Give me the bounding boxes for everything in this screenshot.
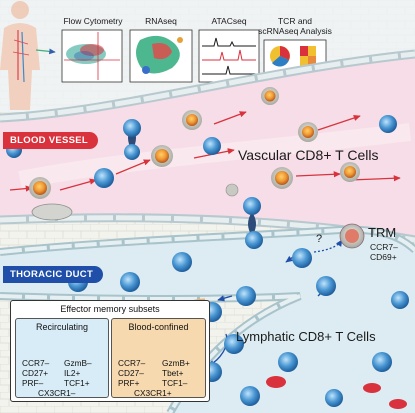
bc-marker: CCR7– (118, 358, 146, 368)
atacseq-title: ATACseq (211, 16, 247, 26)
bc-marker: TCF1– (162, 378, 188, 388)
trm-label: TRM (368, 225, 397, 240)
blood-confined-box: Blood-confined CCR7– CD27– PRF+ GzmB+ Tb… (111, 318, 206, 398)
blue-t-cells (6, 115, 397, 197)
question-mark: ? (316, 233, 323, 245)
bc-marker: PRF+ (118, 378, 140, 388)
rnaseq-title: RNAseq (145, 16, 177, 26)
rec-marker: IL2+ (64, 368, 81, 378)
transmigrating-cell-top (123, 119, 141, 160)
bc-marker: Tbet+ (162, 368, 184, 378)
rec-marker: CCR7– (22, 358, 50, 368)
rec-marker: CX3CR1– (38, 388, 76, 398)
platelet (31, 203, 73, 221)
trm-marker-ccr7: CCR7– (370, 242, 398, 252)
bc-marker: CD27– (118, 368, 144, 378)
effector-memory-title: Effector memory subsets (60, 304, 160, 314)
effector-memory-box: Effector memory subsets Recirculating CC… (10, 300, 210, 402)
rec-marker: GzmB– (64, 358, 92, 368)
lymphatic-cells-label: Lymphatic CD8+ T Cells (236, 329, 376, 344)
trm-marker-cd69: CD69+ (370, 252, 397, 262)
tcr-title-line1: TCR and (277, 16, 312, 26)
atacseq-tracks (198, 29, 260, 83)
blood-confined-title: Blood-confined (128, 322, 189, 332)
rnaseq-umap (129, 29, 193, 83)
rec-marker: PRF– (22, 378, 44, 388)
bc-marker: GzmB+ (162, 358, 190, 368)
blood-vessel-tag: BLOOD VESSEL (3, 132, 99, 149)
recirculating-title: Recirculating (35, 322, 89, 332)
thoracic-duct-tag: THORACIC DUCT (3, 266, 104, 283)
vascular-cd8-t-cells (29, 87, 360, 199)
trm-cell (339, 223, 365, 249)
blood-flow-arrows (9, 111, 401, 192)
flow-cytometry-title: Flow Cytometry (63, 16, 123, 26)
vascular-cells-label: Vascular CD8+ T Cells (238, 147, 379, 163)
human-figure (0, 1, 56, 110)
red-blood-cells (266, 376, 407, 409)
bc-marker: CX3CR1+ (134, 388, 172, 398)
tcr-title-line2: scRNAseq Analysis (258, 26, 332, 36)
flow-cytometry-plot (61, 29, 123, 83)
transmigrating-cell-bottom (243, 197, 263, 249)
rec-marker: TCF1+ (64, 378, 90, 388)
recirculating-box: Recirculating CCR7– CD27+ PRF– GzmB– IL2… (15, 318, 109, 398)
rec-marker: CD27+ (22, 368, 49, 378)
